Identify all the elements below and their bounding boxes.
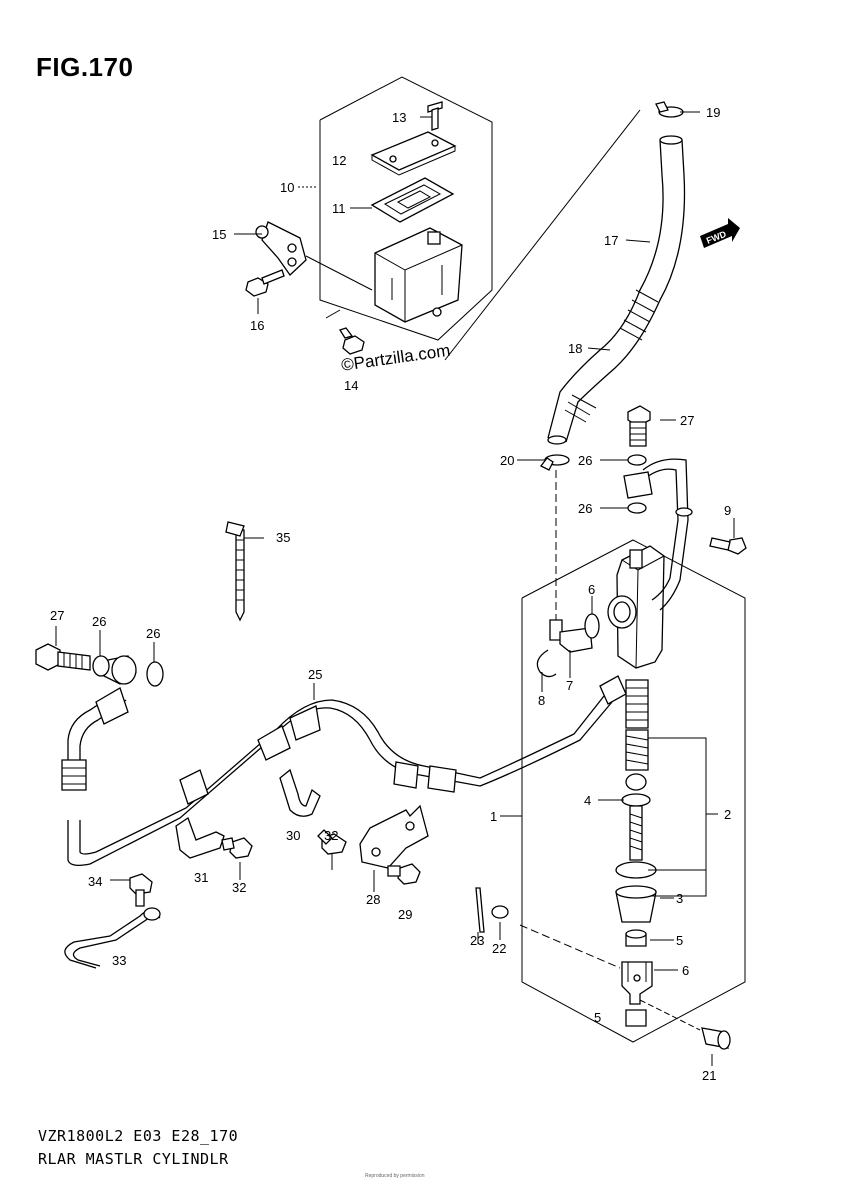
piston-spring <box>625 729 649 771</box>
callout-29: 29 <box>398 907 412 922</box>
callout-10: 9 <box>724 503 731 518</box>
callout-8: 7 <box>566 678 573 693</box>
diaphragm-plate <box>370 177 455 223</box>
callout-24: 23 <box>470 933 484 948</box>
hose-clamp-bottom <box>540 454 570 471</box>
callout-16: 15 <box>212 227 226 242</box>
callout-31: 31 <box>194 870 208 885</box>
figure-caption: RLAR MASTLR CYLINDLR <box>38 1150 229 1168</box>
bracket-bolt <box>245 269 285 297</box>
callout-27-right: 27 <box>680 413 694 428</box>
callout-30: 30 <box>286 828 300 843</box>
hose-clamp-31 <box>175 817 225 859</box>
plain-washer <box>491 905 509 919</box>
callout-32-lower: 32 <box>232 880 246 895</box>
sealing-washer-upper <box>627 454 647 466</box>
callout-13: 12 <box>332 153 346 168</box>
reservoir-tank <box>374 227 463 323</box>
callout-22: 21 <box>702 1068 716 1083</box>
hose-clamp-30 <box>279 768 321 817</box>
sealing-washer-lower <box>627 502 647 514</box>
banjo-fitting <box>623 471 653 499</box>
lock-nut <box>625 929 647 947</box>
callout-34: 34 <box>88 874 102 889</box>
callout-14: 13 <box>392 110 406 125</box>
forward-arrow-icon: FWD <box>700 218 740 248</box>
callout-26-left-b: 26 <box>146 626 160 641</box>
callout-19: 18 <box>568 341 582 356</box>
callout-12: 11 <box>332 201 346 216</box>
boot <box>615 885 657 923</box>
reservoir-group-outline <box>319 76 493 341</box>
callout-26-upper: 26 <box>578 453 592 468</box>
mounting-bolt <box>709 537 747 555</box>
o-ring <box>584 613 600 639</box>
master-cylinder-box <box>521 539 746 1043</box>
reservoir-hose <box>547 135 686 445</box>
guide-bolt <box>129 873 153 907</box>
callout-26-lower: 26 <box>578 501 592 516</box>
sealing-washer-left-b <box>146 661 164 687</box>
hose-clamp-top <box>655 101 684 118</box>
copyright-note: Reproduced by permission <box>365 1173 425 1179</box>
figure-title: FIG.170 <box>36 52 134 82</box>
clamp-bolt-32a <box>317 829 347 855</box>
bracket-bolt-29 <box>387 863 421 885</box>
cable-tie <box>225 521 245 622</box>
rod-end-clevis <box>621 961 653 1005</box>
callout-33: 33 <box>112 953 126 968</box>
cap-screw <box>427 101 443 131</box>
callout-5-bottom: 5 <box>594 1010 601 1025</box>
callout-25: 25 <box>308 667 322 682</box>
sealing-washer-left-a <box>92 655 110 677</box>
callout-9: 8 <box>538 693 545 708</box>
master-cylinder-body <box>607 545 665 669</box>
callout-27-left: 27 <box>50 608 64 623</box>
push-rod-dust-boot <box>625 679 649 729</box>
callout-2: 2 <box>724 807 731 822</box>
model-code: VZR1800L2 E03 E28_170 <box>38 1127 239 1145</box>
callout-11: 10 <box>280 180 294 195</box>
reservoir-bolt <box>325 309 365 355</box>
brake-hose <box>61 655 627 866</box>
lower-lock-nut <box>625 1009 647 1027</box>
banjo-bolt-left <box>35 643 91 671</box>
callout-3: 3 <box>676 891 683 906</box>
callout-23: 22 <box>492 941 506 956</box>
callout-4: 4 <box>584 793 591 808</box>
dashed-connection-pin <box>519 924 621 969</box>
clamp-bolt-32b <box>221 837 253 859</box>
callout-21: 20 <box>500 453 514 468</box>
reservoir-bracket <box>255 221 373 291</box>
fwd-label: FWD <box>705 229 728 246</box>
piston-cup <box>625 773 647 791</box>
callout-20: 19 <box>706 105 720 120</box>
hose-bracket <box>359 804 429 869</box>
callout-labels: 13 12 10 11 15 16 14 19 17 18 20 26 26 2… <box>50 105 731 1083</box>
leader-line <box>444 109 641 361</box>
reservoir-cap <box>370 131 457 176</box>
callout-26-left-a: 26 <box>92 614 106 629</box>
callout-15: 14 <box>344 378 358 393</box>
clevis-pin <box>639 999 731 1050</box>
callout-7: 6 <box>588 582 595 597</box>
cotter-pin <box>475 887 485 933</box>
callout-1: 1 <box>490 809 497 824</box>
callout-5-right: 5 <box>676 933 683 948</box>
callout-32-upper: 32 <box>324 828 338 843</box>
outlet-tube <box>642 458 693 611</box>
callout-leaders <box>55 111 735 1066</box>
push-rod <box>621 793 651 861</box>
callout-6: 6 <box>682 963 689 978</box>
callout-18: 17 <box>604 233 618 248</box>
callout-17: 16 <box>250 318 264 333</box>
circlip <box>536 649 557 678</box>
callout-28: 28 <box>366 892 380 907</box>
callout-35: 35 <box>276 530 290 545</box>
banjo-bolt-right <box>627 405 651 447</box>
hose-guide <box>64 907 161 969</box>
